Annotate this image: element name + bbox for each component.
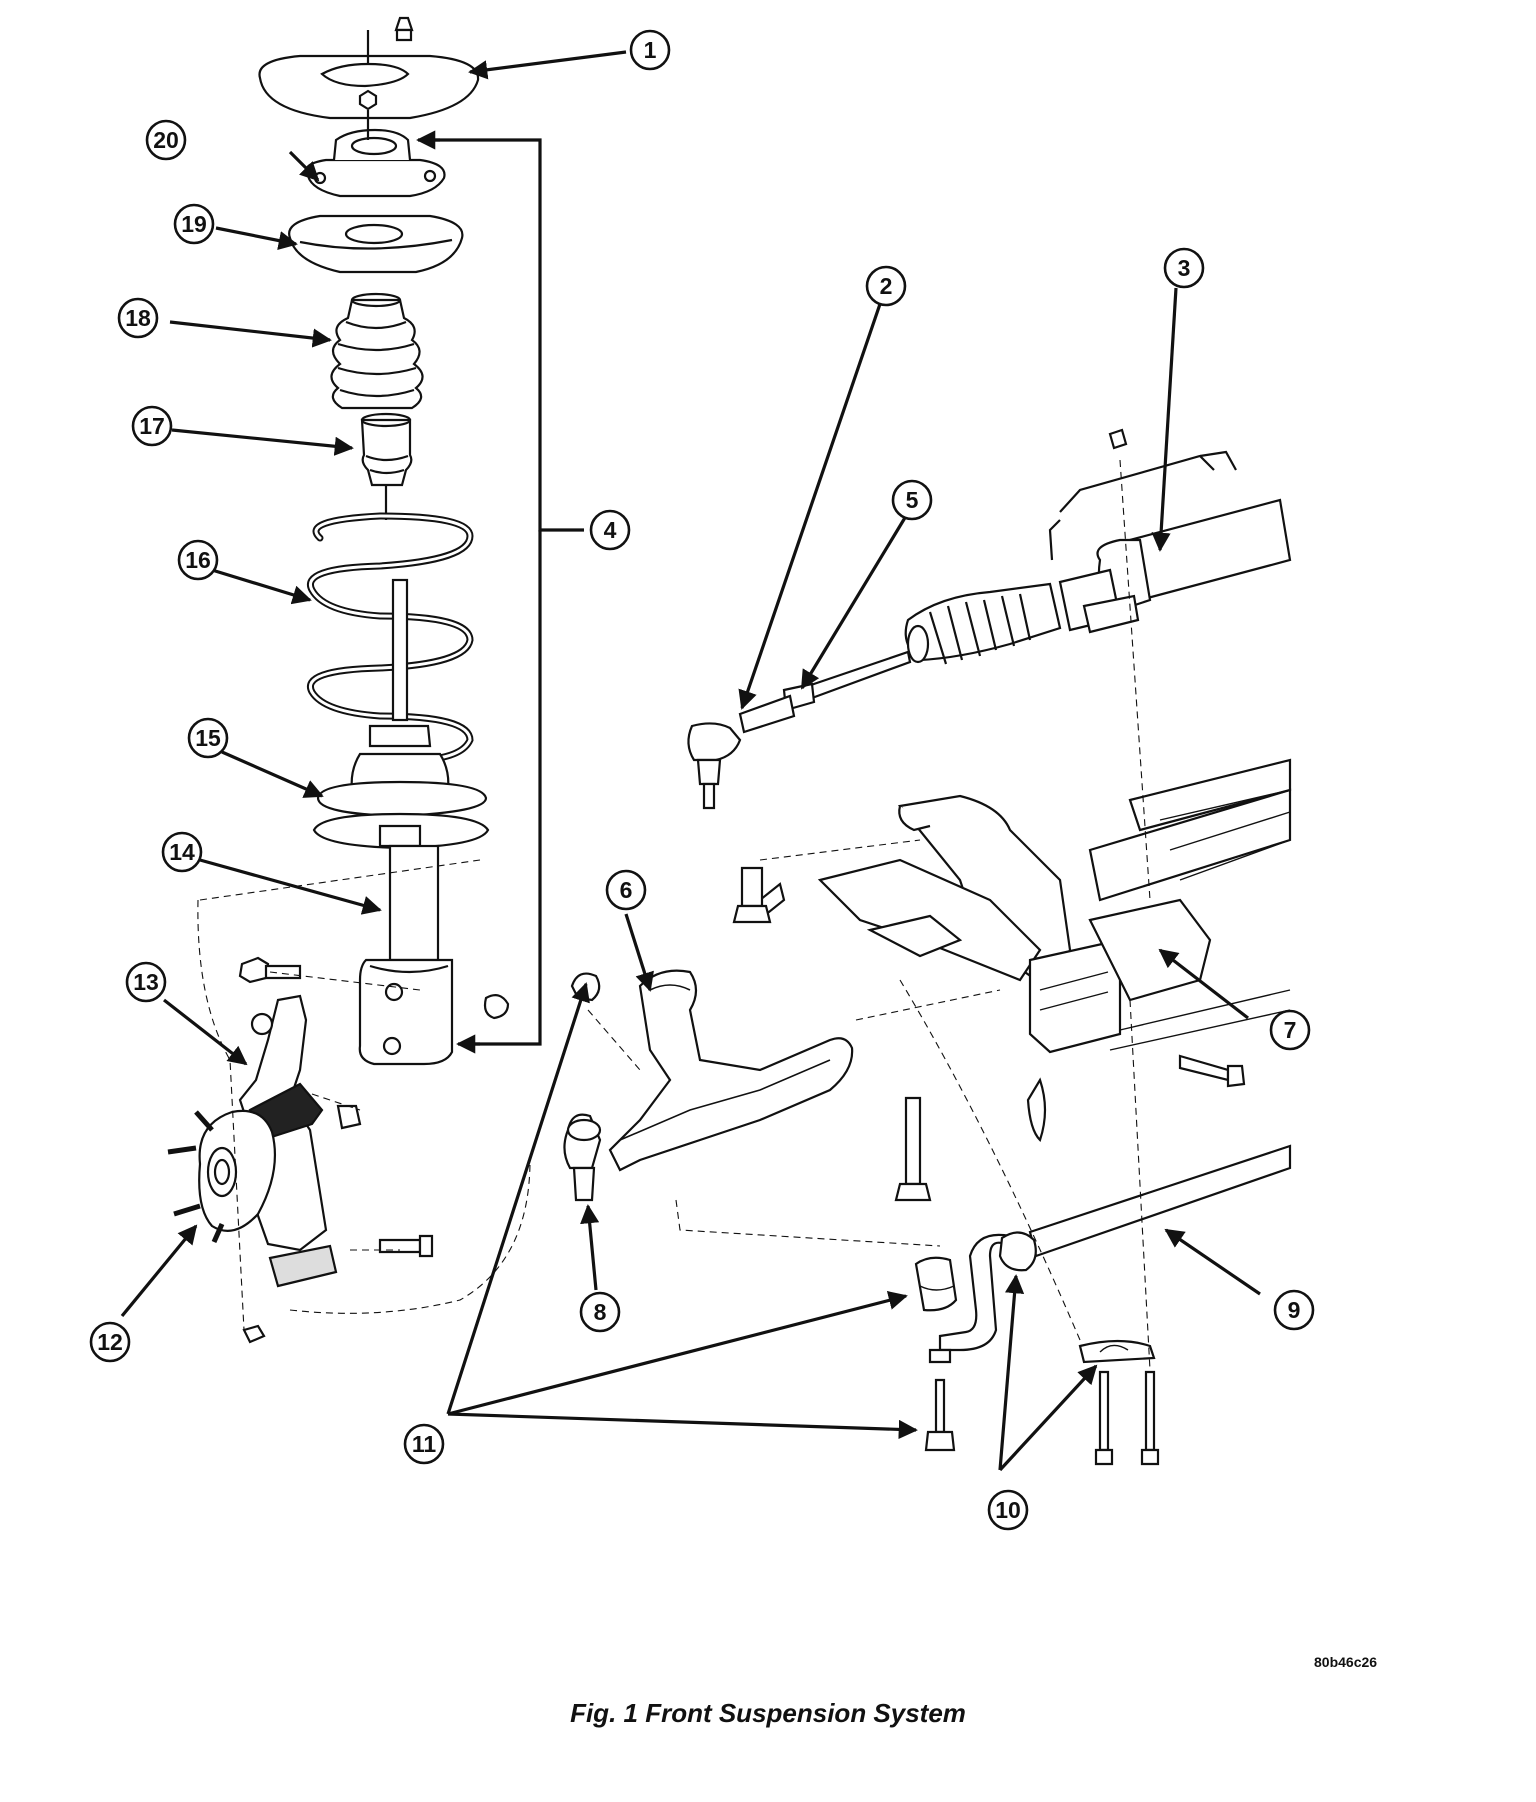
callout-14: 14 <box>161 831 203 873</box>
callout-10: 10 <box>987 1489 1029 1531</box>
strut-body <box>358 824 454 1066</box>
coil-spring <box>307 512 474 764</box>
callout-11: 11 <box>403 1423 445 1465</box>
svg-text:6: 6 <box>620 877 633 903</box>
callout-19: 19 <box>173 203 215 245</box>
callout-12: 12 <box>89 1321 131 1363</box>
svg-text:16: 16 <box>185 547 211 573</box>
callout-8: 8 <box>579 1291 621 1333</box>
figure-caption: Fig. 1 Front Suspension System <box>570 1698 966 1728</box>
svg-text:8: 8 <box>594 1299 607 1325</box>
svg-text:3: 3 <box>1178 255 1191 281</box>
callout-5: 5 <box>891 479 933 521</box>
callout-3: 3 <box>1163 247 1205 289</box>
upper-strut-mount <box>305 110 446 198</box>
drawing-code: 80b46c26 <box>1314 1654 1378 1670</box>
callout-9: 9 <box>1273 1289 1315 1331</box>
upper-spring-seat <box>288 214 464 274</box>
coil-spring-outline <box>309 514 472 762</box>
svg-text:15: 15 <box>195 725 221 751</box>
knuckle-and-hub <box>167 994 434 1344</box>
leader-arrows <box>120 50 1261 1472</box>
callout-16: 16 <box>177 539 219 581</box>
svg-text:18: 18 <box>125 305 151 331</box>
strut-rod <box>391 578 409 722</box>
callout-17: 17 <box>131 405 173 447</box>
callout-15: 15 <box>187 717 229 759</box>
callout-7: 7 <box>1269 1009 1311 1051</box>
strut-bolts <box>238 956 510 1020</box>
svg-text:2: 2 <box>880 273 893 299</box>
svg-text:20: 20 <box>153 127 179 153</box>
svg-text:1: 1 <box>644 37 657 63</box>
jounce-bumper <box>360 412 413 520</box>
svg-text:11: 11 <box>412 1431 437 1457</box>
steering-rack <box>687 428 1292 810</box>
callout-1: 1 <box>629 29 671 71</box>
dust-boot <box>330 292 424 410</box>
strut-top-mount <box>258 16 480 120</box>
callout-13: 13 <box>125 961 167 1003</box>
stabilizer-bar <box>914 1144 1292 1466</box>
svg-text:19: 19 <box>181 211 207 237</box>
callout-6: 6 <box>605 869 647 911</box>
svg-text:13: 13 <box>133 969 159 995</box>
alignment-lines <box>197 459 1151 1371</box>
lower-control-arm <box>563 969 854 1202</box>
callout-4: 4 <box>589 509 631 551</box>
svg-text:5: 5 <box>906 487 919 513</box>
frame-bolts <box>732 866 1246 1202</box>
svg-text:9: 9 <box>1288 1297 1301 1323</box>
svg-text:17: 17 <box>139 413 165 439</box>
callout-20: 20 <box>145 119 187 161</box>
svg-text:7: 7 <box>1284 1017 1297 1043</box>
callout-18: 18 <box>117 297 159 339</box>
callout-2: 2 <box>865 265 907 307</box>
crossmember <box>758 758 1292 1143</box>
strut-assembly <box>238 16 510 1066</box>
svg-text:4: 4 <box>604 517 617 543</box>
callouts: 1 20 19 18 17 16 15 14 13 12 4 2 5 3 7 6… <box>89 29 1315 1531</box>
svg-text:10: 10 <box>995 1497 1021 1523</box>
svg-text:12: 12 <box>97 1329 123 1355</box>
svg-text:14: 14 <box>169 839 195 865</box>
